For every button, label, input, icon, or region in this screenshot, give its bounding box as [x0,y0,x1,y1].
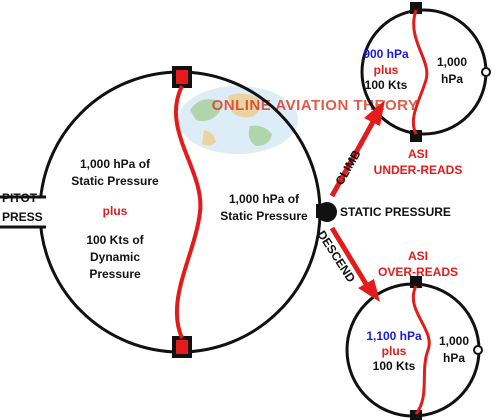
descend-static-pressure: 1,100 hPa [366,329,422,343]
static-pressure-label: STATIC PRESSURE [340,205,451,219]
main-left-line4: Dynamic [90,250,140,264]
descend-case-pressure-line1: 1,000 [439,334,469,348]
descend-arrow [329,226,380,302]
main-left-line1: 1,000 hPa of [80,157,151,171]
climb-speed: 100 Kts [365,78,408,92]
descend-diaphragm [411,285,431,415]
pitot-label-line1: PITOT [2,191,38,205]
climb-diaphragm [411,9,429,135]
climb-plus: plus [374,63,399,77]
climb-result-line1: ASI [408,147,428,161]
static-port [316,202,337,222]
main-left-line5: Pressure [89,267,141,281]
climb-result-line2: UNDER-READS [374,163,463,177]
descend-plus: plus [382,344,407,358]
descend-chamber [345,276,483,420]
main-plus: plus [103,204,128,218]
main-left-line2: Static Pressure [71,174,159,188]
climb-arrow-label: CLIMB [332,147,363,187]
main-left-line3: 100 Kts of [86,233,144,247]
climb-static-pressure: 900 hPa [363,47,409,61]
watermark-text: ONLINE AVIATION THEORY [212,97,419,114]
climb-chamber [360,2,491,142]
climb-case-pressure-line1: 1,000 [437,55,467,69]
main-right-line2: Static Pressure [220,209,308,223]
climb-case-pressure-line2: hPa [441,72,463,86]
pitot-label-line2: PRESS [2,210,43,224]
climb-arrow [329,100,385,198]
diaphragm-top-mount [172,66,192,88]
descend-result-line2: OVER-READS [378,265,458,279]
descend-case-pressure-line2: hPa [443,351,465,365]
main-right-line1: 1,000 hPa of [229,192,300,206]
descend-result-line1: ASI [408,249,428,263]
descend-speed: 100 Kts [373,359,416,373]
main-diaphragm [174,85,203,339]
diaphragm-bottom-mount [172,336,192,358]
